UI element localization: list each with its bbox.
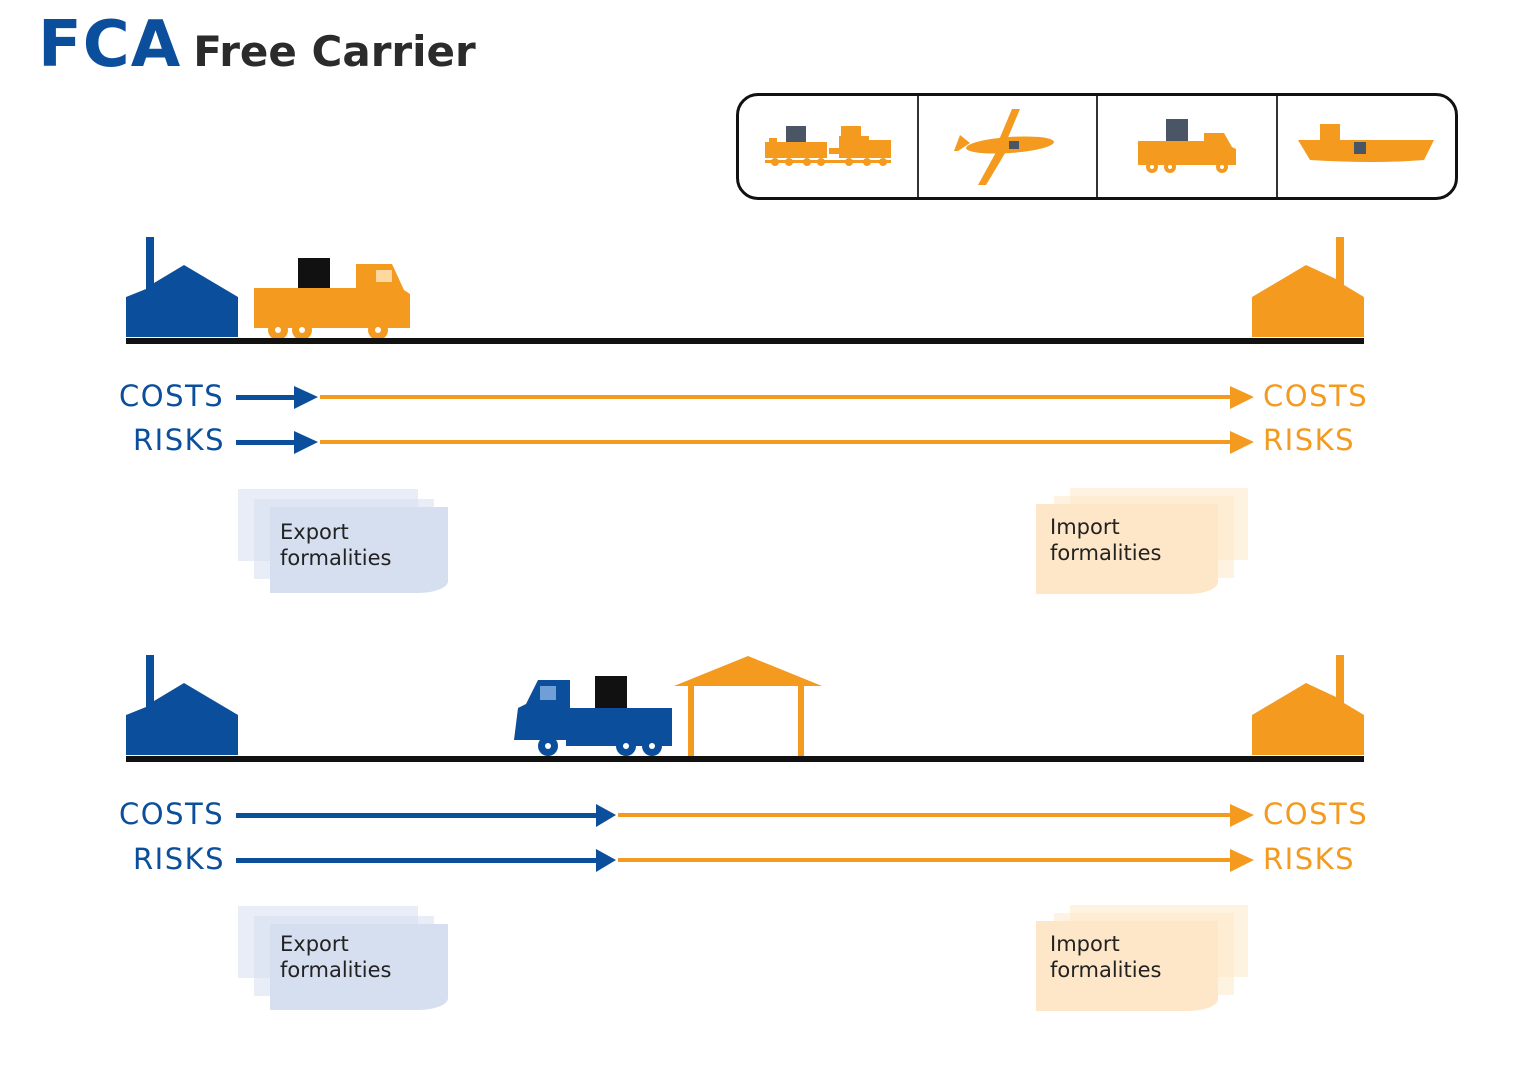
import-doc-line-2: formalities — [1050, 958, 1162, 982]
buyer-risks-label: RISKS — [1263, 423, 1356, 457]
export-doc-line-2: formalities — [280, 958, 392, 982]
rail-icon — [764, 125, 891, 166]
transport-modes-panel — [736, 93, 1458, 200]
buyer-factory-icon — [1252, 655, 1364, 755]
scenario-2-scene — [126, 655, 1364, 872]
export-formalities-document: Export formalities — [238, 489, 450, 597]
import-formalities-document: Import formalities — [1036, 488, 1250, 598]
orange-truck-icon — [254, 258, 410, 340]
ground-line — [126, 756, 1364, 762]
export-doc-line-1: Export — [280, 520, 349, 544]
title-full-name: Free Carrier — [193, 27, 476, 76]
mode-sea — [1278, 96, 1456, 197]
export-doc-line-2: formalities — [280, 546, 392, 570]
costs-arrow — [236, 386, 1254, 409]
scenario-1-scene — [126, 237, 1364, 454]
airplane-icon — [954, 108, 1055, 185]
import-doc-line-1: Import — [1050, 932, 1120, 956]
risks-arrow — [236, 849, 1254, 872]
buyer-factory-icon — [1252, 237, 1364, 337]
buyer-costs-label: COSTS — [1263, 797, 1369, 831]
truck-icon — [1137, 118, 1236, 173]
risks-arrow — [236, 431, 1254, 454]
buyer-risks-label: RISKS — [1263, 842, 1356, 876]
costs-arrow — [236, 804, 1254, 827]
seller-factory-icon — [126, 237, 238, 337]
export-formalities-document: Export formalities — [238, 906, 450, 1014]
seller-factory-icon — [126, 655, 238, 755]
blue-truck-icon — [514, 676, 672, 756]
import-formalities-document: Import formalities — [1036, 905, 1250, 1015]
ship-icon — [1298, 123, 1435, 162]
import-doc-line-1: Import — [1050, 515, 1120, 539]
seller-costs-label: COSTS — [119, 379, 225, 413]
mode-rail — [739, 96, 919, 197]
seller-risks-label: RISKS — [133, 842, 226, 876]
mode-air — [919, 96, 1098, 197]
buyer-costs-label: COSTS — [1263, 379, 1369, 413]
ground-line — [126, 338, 1364, 344]
seller-risks-label: RISKS — [133, 423, 226, 457]
carrier-terminal-icon — [674, 656, 822, 756]
title-abbreviation: FCA — [38, 8, 182, 82]
seller-costs-label: COSTS — [119, 797, 225, 831]
export-doc-line-1: Export — [280, 932, 349, 956]
mode-road — [1098, 96, 1278, 197]
import-doc-line-2: formalities — [1050, 541, 1162, 565]
